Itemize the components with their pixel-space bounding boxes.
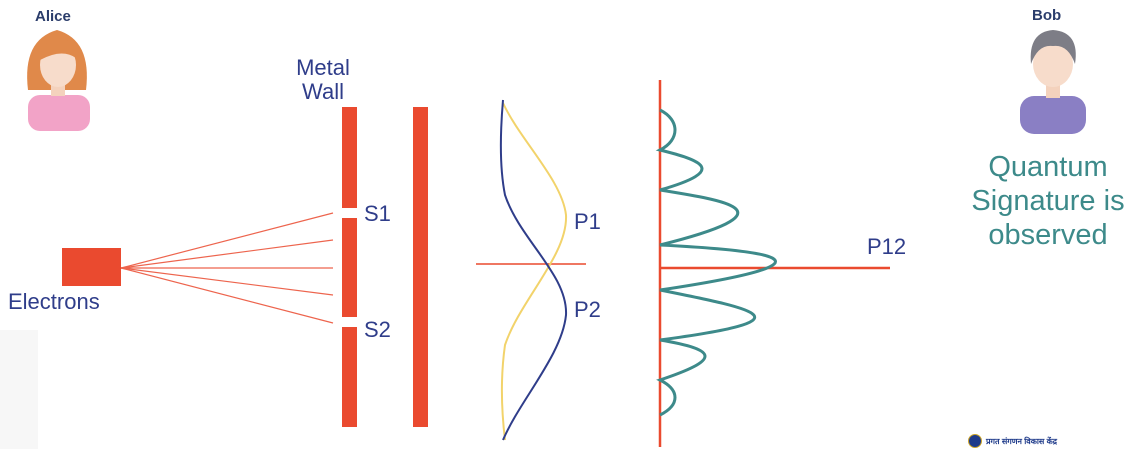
caption-line3: observed (988, 219, 1108, 251)
p1-label: P1 (574, 209, 601, 234)
p2-curve (499, 99, 568, 441)
metal-wall-label: Metal Wall (286, 56, 360, 104)
p2-label: P2 (574, 297, 601, 322)
background-band-left (0, 330, 38, 449)
metal-wall-with-slits (342, 107, 357, 427)
logo-text: प्रगत संगणन विकास केंद्र (986, 436, 1057, 446)
bob-name: Bob (1032, 7, 1062, 24)
emblem-seal-icon (968, 434, 982, 448)
alice-name: Alice (35, 8, 71, 25)
caption-line2: Signature is (971, 185, 1125, 217)
bob-avatar-icon (1020, 30, 1086, 134)
wall-segment-middle (342, 218, 357, 317)
p12-label: P12 (867, 234, 907, 259)
wall-segment-top (342, 107, 357, 208)
slit-s2-label: S2 (364, 317, 391, 342)
electron-source (62, 248, 121, 286)
electrons-label: Electrons (8, 289, 100, 314)
wall-segment-bottom (342, 327, 357, 427)
caption-line1: Quantum (988, 151, 1108, 183)
metal-wall-label-line2: Wall (302, 79, 344, 104)
metal-wall-label-line1: Metal (296, 55, 350, 80)
p12-interference-curve (655, 108, 777, 417)
slit-s1-label: S1 (364, 201, 391, 226)
alice-avatar-icon (27, 30, 90, 131)
quantum-signature-caption: Quantum Signature is observed (960, 150, 1136, 252)
electron-rays (120, 212, 334, 324)
p1-curve (500, 102, 568, 441)
organization-logo: प्रगत संगणन विकास केंद्र (968, 433, 1057, 449)
detector-screen (413, 107, 428, 427)
